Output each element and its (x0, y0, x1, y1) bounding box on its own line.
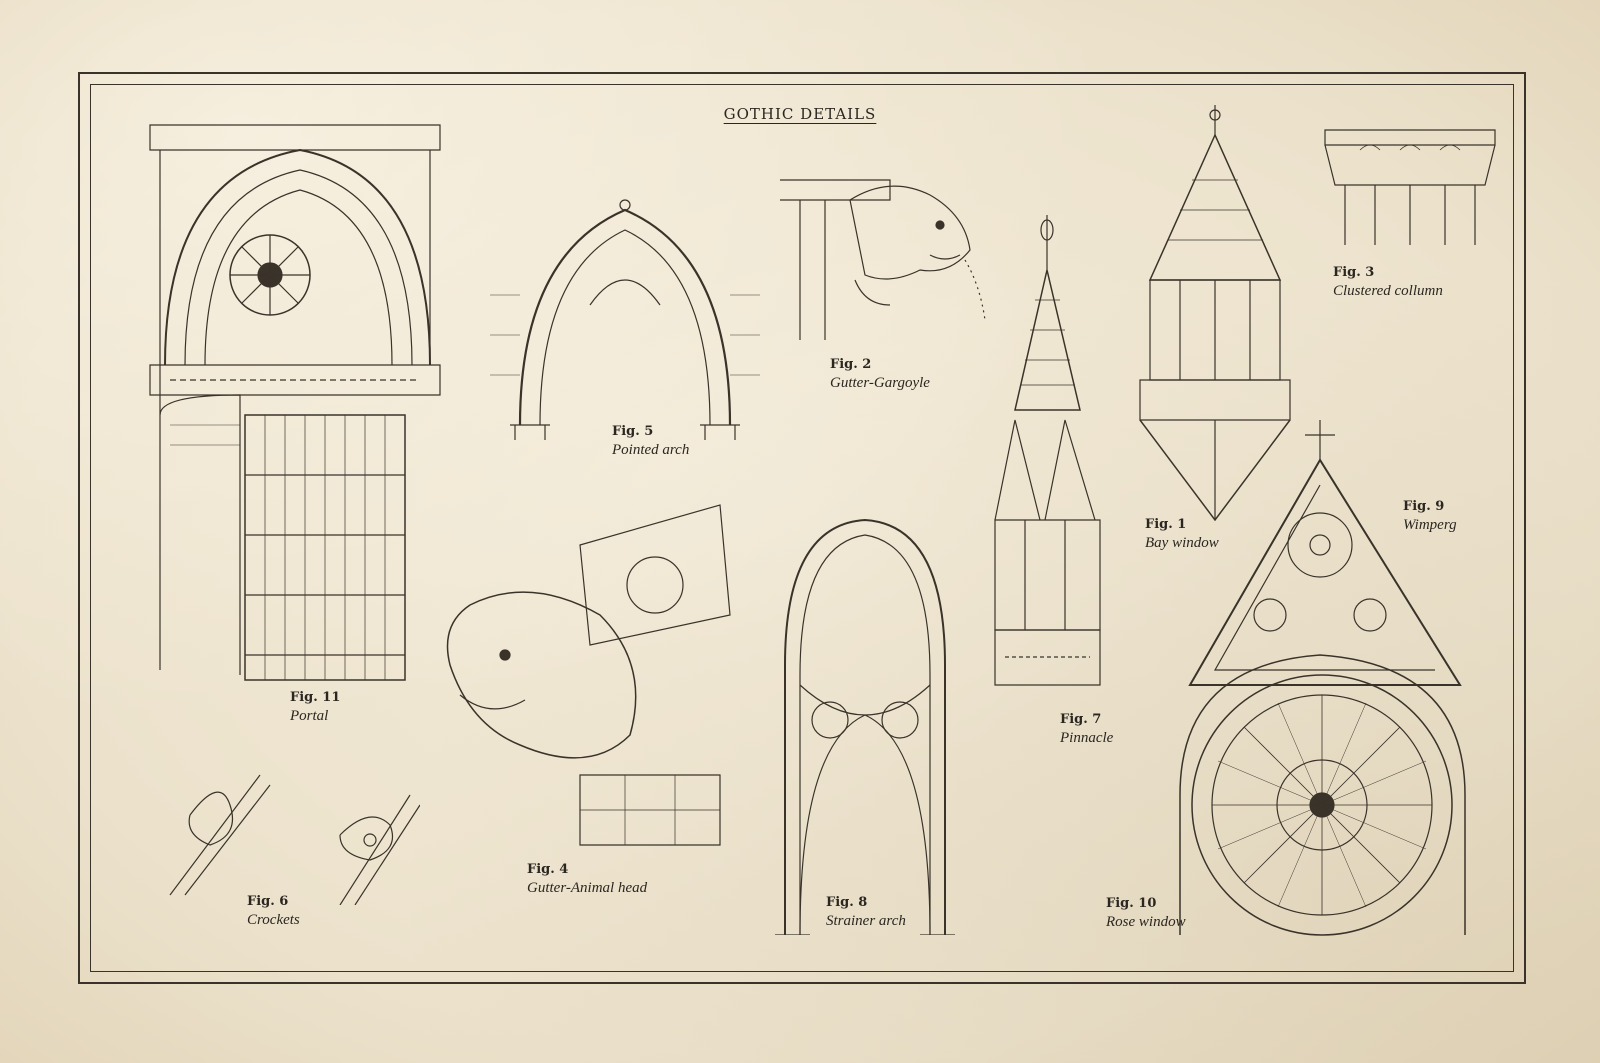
fig11-number: Fig. 11 (290, 690, 341, 705)
fig9-name: Wimperg (1403, 517, 1457, 533)
animal-head-drawing (430, 495, 760, 855)
wimperg-rose-window-drawing (1170, 415, 1490, 955)
fig11-caption: Fig. 11 Portal (290, 688, 340, 726)
fig1-number: Fig. 1 (1145, 517, 1187, 532)
fig7-number: Fig. 7 (1060, 712, 1102, 727)
fig2-number: Fig. 2 (830, 357, 872, 372)
fig3-name: Clustered collumn (1333, 283, 1443, 299)
strainer-arch-drawing (770, 515, 960, 935)
fig8-caption: Fig. 8 Strainer arch (826, 893, 906, 931)
outer-frame (78, 72, 1526, 984)
fig9-caption: Fig. 9 Wimperg (1403, 497, 1457, 535)
fig4-caption: Fig. 4 Gutter-Animal head (527, 860, 647, 898)
fig11-name: Portal (290, 708, 329, 724)
fig5-name: Pointed arch (612, 442, 690, 458)
fig2-caption: Fig. 2 Gutter-Gargoyle (830, 355, 930, 393)
fig8-number: Fig. 8 (826, 895, 868, 910)
fig4-name: Gutter-Animal head (527, 880, 648, 896)
fig10-name: Rose window (1106, 914, 1186, 930)
crockets-drawing (140, 755, 420, 905)
fig10-caption: Fig. 10 Rose window (1106, 894, 1186, 932)
fig6-number: Fig. 6 (247, 894, 289, 909)
portal-drawing (130, 115, 450, 685)
fig8-name: Strainer arch (826, 913, 906, 929)
fig3-caption: Fig. 3 Clustered collumn (1333, 263, 1443, 301)
gargoyle-drawing (780, 155, 1000, 350)
clustered-column-drawing (1320, 100, 1500, 250)
fig5-caption: Fig. 5 Pointed arch (612, 422, 689, 460)
pinnacle-drawing (985, 210, 1110, 710)
fig4-number: Fig. 4 (527, 862, 569, 877)
fig7-caption: Fig. 7 Pinnacle (1060, 710, 1113, 748)
fig2-name: Gutter-Gargoyle (830, 375, 930, 391)
fig6-name: Crockets (247, 912, 300, 928)
fig5-number: Fig. 5 (612, 424, 654, 439)
fig10-number: Fig. 10 (1106, 896, 1157, 911)
fig6-caption: Fig. 6 Crockets (247, 892, 300, 930)
fig7-name: Pinnacle (1060, 730, 1114, 746)
inner-frame (90, 84, 1514, 972)
fig3-number: Fig. 3 (1333, 265, 1375, 280)
bay-window-drawing (1120, 100, 1310, 530)
fig1-caption: Fig. 1 Bay window (1145, 515, 1219, 553)
sheet-title: GOTHIC DETAILS (723, 105, 877, 123)
fig9-number: Fig. 9 (1403, 499, 1445, 514)
pointed-arch-drawing (480, 195, 770, 450)
fig1-name: Bay window (1145, 535, 1219, 551)
